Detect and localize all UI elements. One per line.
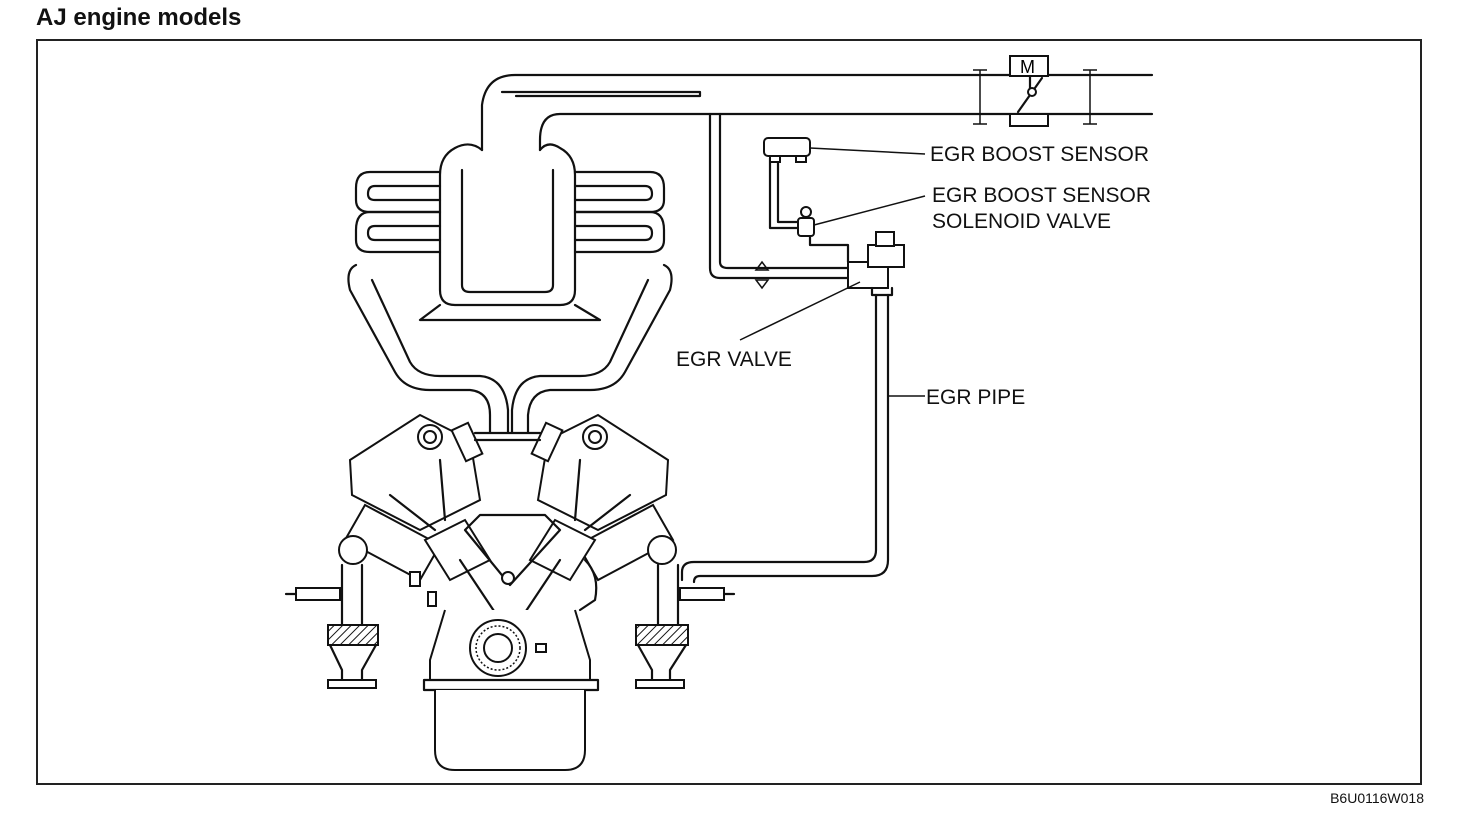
- egr-pipe-label: EGR PIPE: [926, 386, 1026, 409]
- egr-boost-sensor-label: EGR BOOST SENSOR: [930, 143, 1149, 166]
- exhaust-system: [284, 563, 736, 689]
- leader-lines: [739, 147, 926, 397]
- egr-solenoid-valve-label-line2: SOLENOID VALVE: [932, 210, 1111, 233]
- egr-solenoid-valve: [797, 206, 815, 237]
- throttle-motor-label: M: [1020, 57, 1035, 77]
- egr-valve: [847, 231, 905, 297]
- egr-vacuum-lines: [708, 112, 852, 290]
- diagram-frame: [36, 39, 1422, 785]
- intake-duct: [480, 69, 1154, 152]
- intake-manifold: [347, 143, 673, 434]
- egr-boost-sensor: [763, 137, 811, 163]
- egr-pipe: [680, 293, 890, 584]
- engine-block: [338, 413, 677, 771]
- throttle-body: [1009, 55, 1049, 127]
- egr-solenoid-valve-label-line1: EGR BOOST SENSOR: [932, 184, 1151, 207]
- egr-valve-label: EGR VALVE: [676, 348, 792, 371]
- page-title: AJ engine models: [36, 4, 242, 31]
- figure-code: B6U0116W018: [1330, 790, 1424, 806]
